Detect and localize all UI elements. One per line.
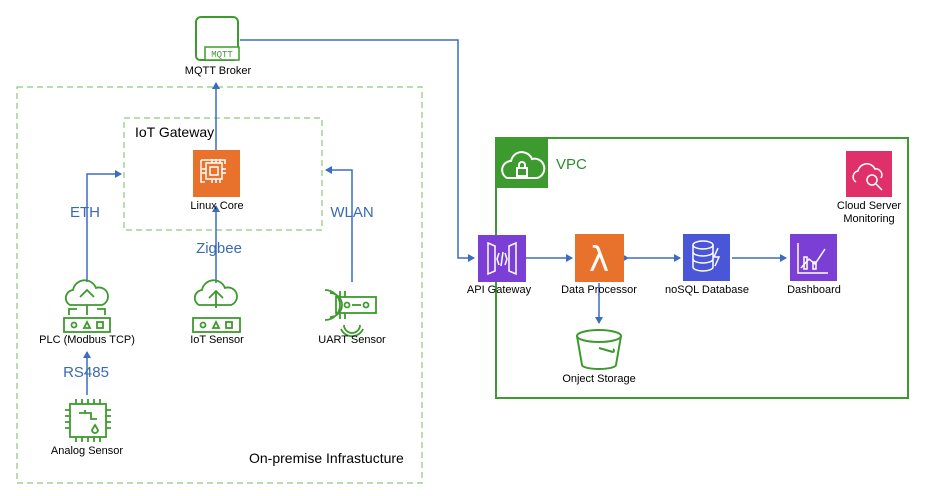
lambda-icon: λ (575, 234, 624, 282)
mqtt-broker-icon: MQTT (195, 16, 240, 61)
plc-label: PLC (Modbus TCP) (39, 334, 135, 346)
nosql-label: noSQL Database (665, 284, 749, 296)
wlan-label: WLAN (330, 204, 374, 221)
api-gateway-label: API Gateway (466, 284, 532, 296)
analog-sensor-label: Analog Sensor (50, 445, 124, 457)
data-processor-label: Data Processor (561, 284, 637, 296)
monitoring-icon (846, 151, 892, 197)
database-icon (683, 234, 730, 281)
storage-label: Onject Storage (562, 373, 636, 385)
onprem-title: On-premise Infrastucture (249, 450, 404, 466)
dashboard-icon (790, 234, 837, 281)
iot-sensor-icon (192, 279, 241, 333)
eth-label: ETH (70, 204, 100, 221)
connector-broker-api (240, 39, 475, 262)
gateway-boundary (123, 117, 323, 231)
dashboard-label: Dashboard (787, 284, 841, 296)
analog-sensor-icon (65, 399, 111, 442)
linux-core-label: Linux Core (190, 200, 244, 212)
linux-core-icon (193, 150, 240, 197)
uart-sensor-icon (324, 289, 377, 338)
api-gateway-icon (478, 235, 526, 282)
mqtt-broker-label: MQTT Broker (184, 65, 252, 77)
svg-text:λ: λ (589, 240, 609, 280)
cloud-lock-icon (501, 151, 546, 179)
uart-sensor-label: UART Sensor (318, 334, 386, 346)
monitoring-label-line1: Cloud Server (836, 200, 902, 212)
monitoring-label-line2: Monitoring (843, 213, 895, 225)
onprem-boundary (16, 86, 423, 484)
iot-sensor-label: IoT Sensor (190, 334, 244, 346)
plc-gateway-icon (63, 279, 111, 333)
rs485-label: RS485 (63, 364, 109, 381)
vpc-title: VPC (556, 156, 587, 173)
iot-gateway-title: IoT Gateway (135, 124, 215, 140)
mqtt-icon-text: MQTT (211, 50, 233, 60)
zigbee-label: Zigbee (196, 240, 242, 257)
connector-plc-gateway (86, 170, 122, 282)
connector-uart-gateway (325, 166, 353, 282)
bucket-icon (576, 329, 622, 370)
